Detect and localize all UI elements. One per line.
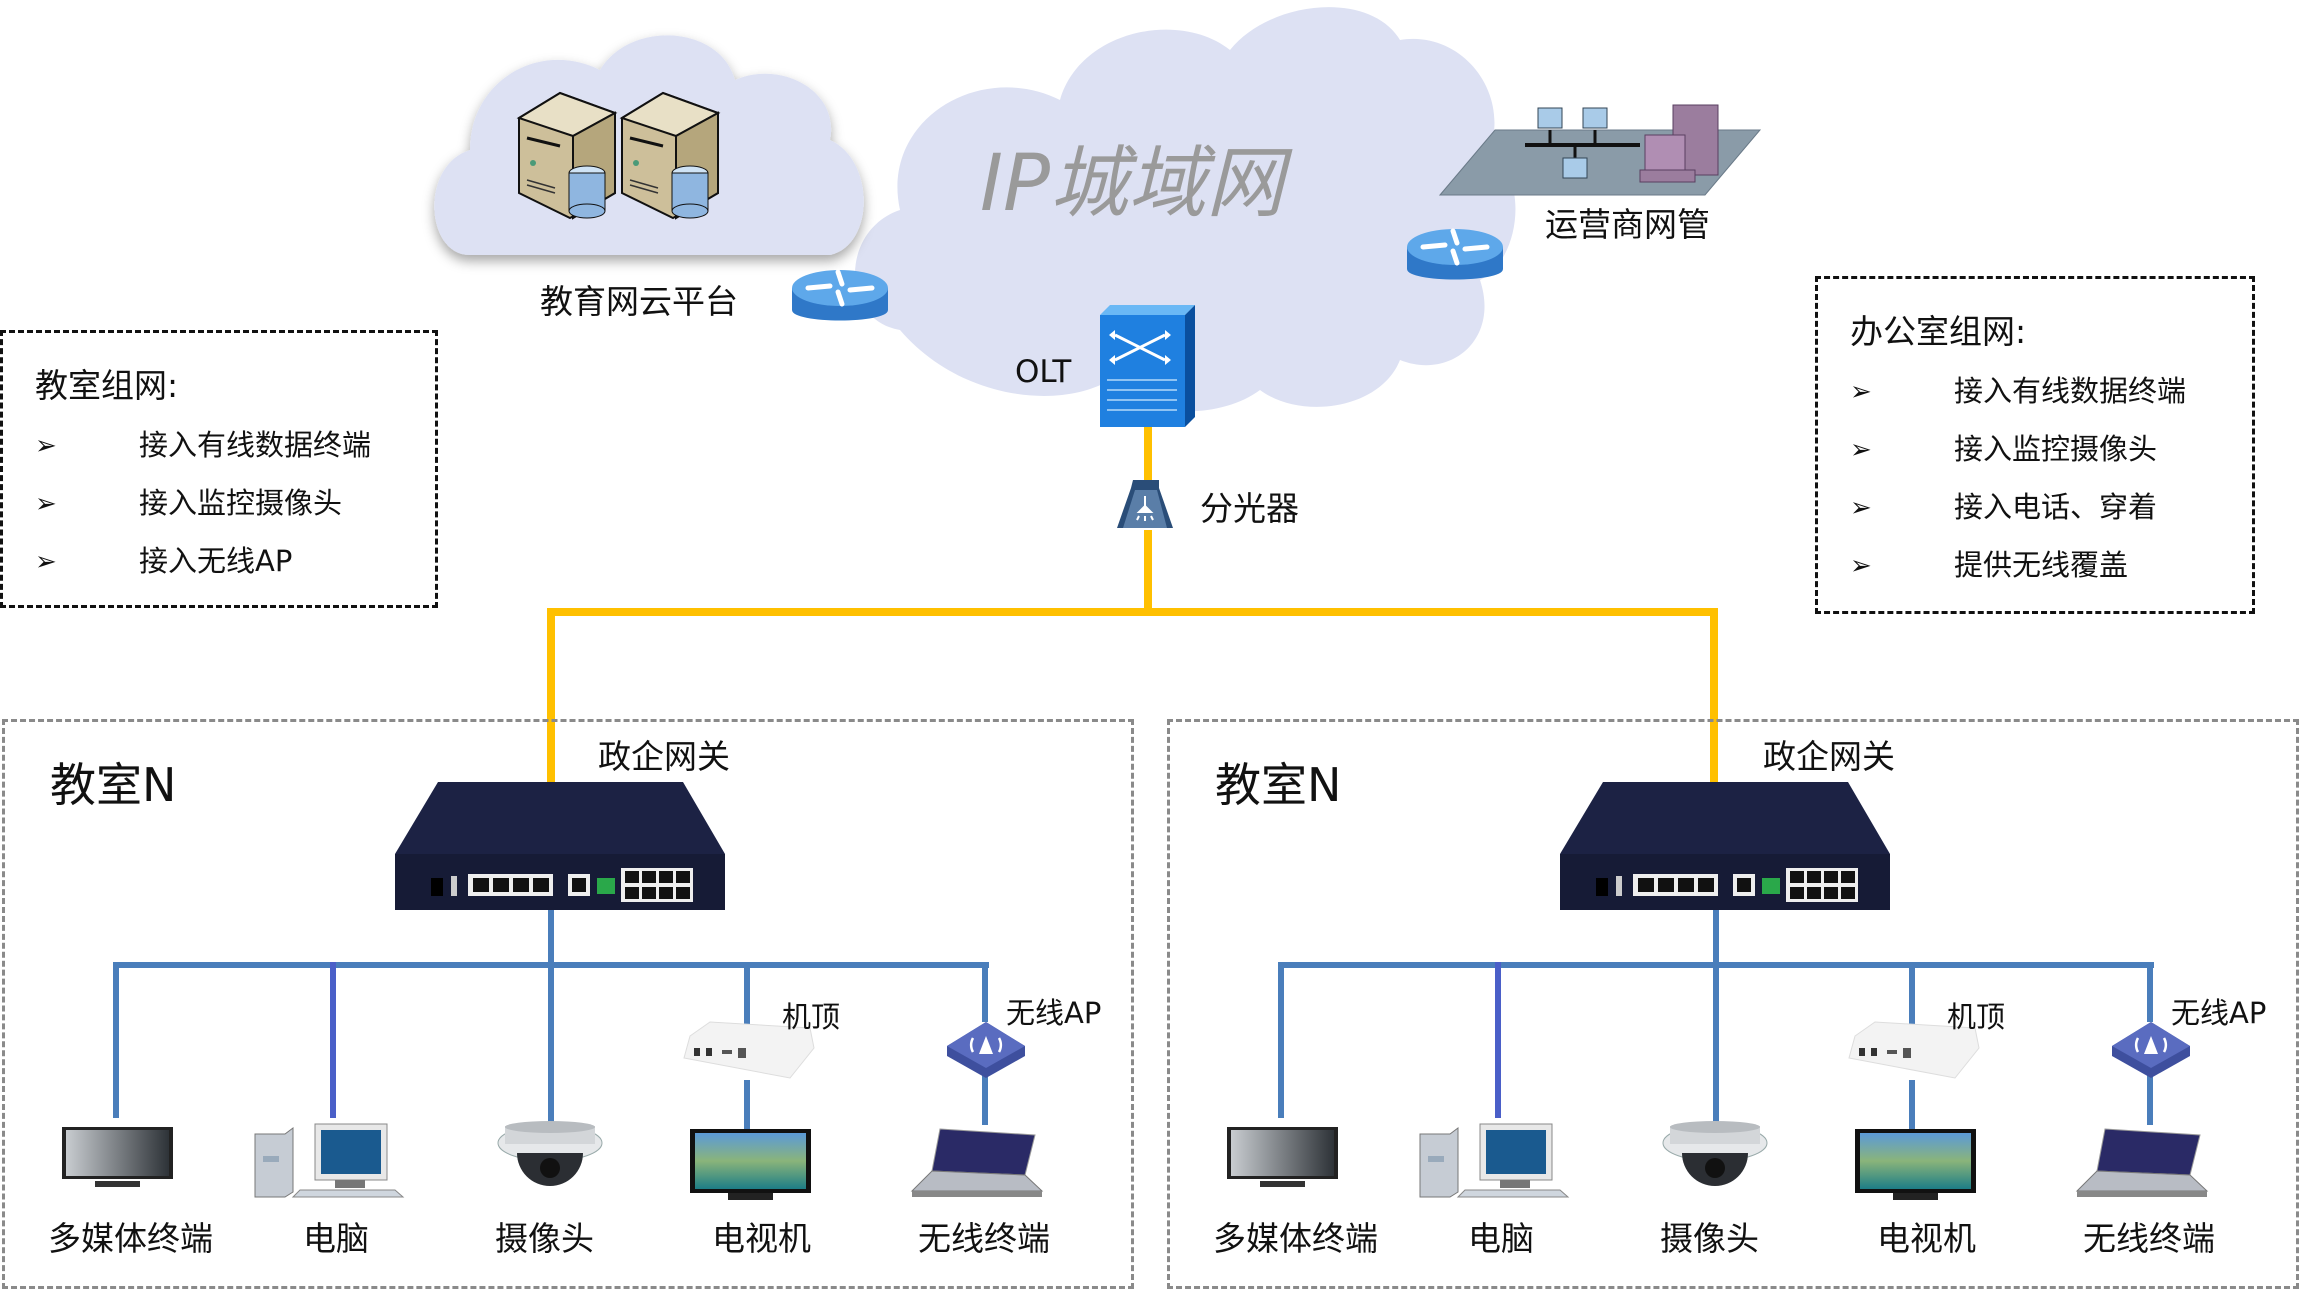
office-item: 提供无线覆盖 — [1954, 548, 2129, 582]
classroom-networking-box: 教室组网: ➢ 接入有线数据终端 ➢ 接入监控摄像头 ➢ 接入无线AP — [0, 330, 438, 608]
classroom-networking-title: 教室组网: — [35, 366, 179, 405]
office-item: 接入电话、穿着 — [1954, 490, 2158, 524]
operator-nms-label: 运营商网管 — [1545, 205, 1710, 244]
ethernet-uplink — [548, 910, 554, 966]
ethernet-drop — [1713, 962, 1719, 1122]
device-label: 摄像头 — [495, 1219, 594, 1258]
classroom-title: 教室N — [1215, 758, 1342, 812]
ip-man-cloud — [855, 7, 1516, 412]
set-top-box-icon — [1848, 1021, 1980, 1079]
operator-nms-icon — [1438, 104, 1762, 196]
wireless-ap-label: 无线AP — [1006, 996, 1102, 1030]
device-label: 无线终端 — [2083, 1219, 2215, 1258]
device-label: 电视机 — [1877, 1219, 1976, 1258]
fiber-drop-left — [547, 608, 555, 786]
ethernet-drop — [744, 962, 750, 1026]
ethernet-drop — [2147, 1075, 2153, 1125]
gateway-icon — [395, 782, 725, 910]
bullet-icon: ➢ — [1850, 377, 1872, 407]
device-label: 电视机 — [712, 1219, 811, 1258]
ethernet-drop — [1909, 962, 1915, 1026]
wireless-ap-icon — [2112, 1022, 2190, 1078]
laptop-icon — [910, 1128, 1044, 1197]
cloud-platform-label: 教育网云平台 — [540, 282, 738, 321]
olt-icon — [1100, 305, 1195, 427]
ethernet-drop — [982, 962, 988, 1022]
device-label: 无线终端 — [918, 1219, 1050, 1258]
fiber-horizontal — [547, 608, 1717, 616]
multimedia-terminal-icon — [1227, 1127, 1338, 1187]
device-label: 摄像头 — [1660, 1219, 1759, 1258]
classroom-group-1: 教室N 政企网关 — [0, 0, 1140, 1291]
classroom-box — [2, 719, 1134, 1289]
set-top-box-label: 机顶 — [1947, 1000, 2006, 1034]
fiber-splitter-trunk — [1144, 530, 1152, 612]
router-icon — [792, 269, 888, 321]
ethernet-drop — [2147, 962, 2153, 1022]
ethernet-drop — [982, 1075, 988, 1125]
ethernet-drop — [744, 1080, 750, 1130]
wireless-ap-icon — [947, 1022, 1025, 1078]
fiber-drop-right — [1710, 608, 1718, 786]
pc-icon — [254, 1123, 405, 1198]
laptop-icon — [2075, 1128, 2209, 1197]
ethernet-drop — [1495, 962, 1501, 1118]
camera-icon — [497, 1121, 603, 1186]
gateway-label: 政企网关 — [598, 737, 730, 776]
office-item: 接入监控摄像头 — [1954, 432, 2158, 466]
tv-icon — [1855, 1129, 1976, 1200]
office-networking-box: 办公室组网: ➢ 接入有线数据终端 ➢ 接入监控摄像头 ➢ 接入电话、穿着 ➢ … — [1815, 276, 2255, 614]
server-icon — [619, 91, 721, 220]
device-label: 电脑 — [303, 1219, 369, 1258]
ethernet-drop — [548, 962, 554, 1122]
ethernet-drop — [1909, 1080, 1915, 1130]
gateway-label: 政企网关 — [1763, 737, 1895, 776]
ethernet-drop — [330, 962, 336, 1118]
device-label: 多媒体终端 — [1213, 1219, 1378, 1258]
gateway-icon — [1560, 782, 1890, 910]
fiber-olt-splitter — [1144, 427, 1152, 482]
device-label: 多媒体终端 — [48, 1219, 213, 1258]
multimedia-terminal-icon — [62, 1127, 173, 1187]
bullet-icon: ➢ — [35, 431, 57, 461]
set-top-box-icon — [683, 1021, 815, 1079]
splitter-label: 分光器 — [1200, 489, 1299, 528]
classroom-item: 接入无线AP — [139, 544, 293, 578]
camera-icon — [1662, 1121, 1768, 1186]
splitter-icon — [1117, 480, 1173, 528]
router-icon — [1407, 228, 1503, 280]
wireless-ap-label: 无线AP — [2171, 996, 2267, 1030]
bullet-icon: ➢ — [35, 489, 57, 519]
classroom-group-2: 教室N 政企网关 — [1165, 0, 2305, 1291]
device-label: 电脑 — [1468, 1219, 1534, 1258]
server-icon — [516, 91, 618, 220]
set-top-box-label: 机顶 — [782, 1000, 841, 1034]
bullet-icon: ➢ — [1850, 551, 1872, 581]
ip-man-title: IP城域网 — [980, 139, 1285, 229]
office-item: 接入有线数据终端 — [1954, 374, 2187, 408]
bullet-icon: ➢ — [35, 547, 57, 577]
ethernet-drop — [1278, 962, 1284, 1118]
classroom-title: 教室N — [50, 758, 177, 812]
office-networking-title: 办公室组网: — [1850, 312, 2027, 351]
classroom-box — [1167, 719, 2299, 1289]
bullet-icon: ➢ — [1850, 493, 1872, 523]
classroom-item: 接入监控摄像头 — [139, 486, 343, 520]
ethernet-drop — [113, 962, 119, 1118]
classroom-item: 接入有线数据终端 — [139, 428, 372, 462]
tv-icon — [690, 1129, 811, 1200]
olt-label: OLT — [1015, 354, 1072, 390]
bullet-icon: ➢ — [1850, 435, 1872, 465]
ethernet-uplink — [1713, 910, 1719, 966]
pc-icon — [1419, 1123, 1570, 1198]
